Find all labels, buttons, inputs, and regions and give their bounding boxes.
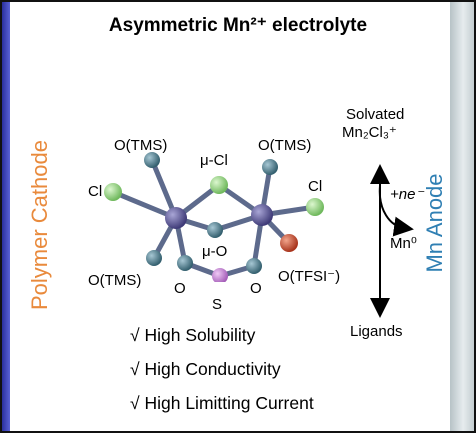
molecule-diagram — [104, 152, 324, 282]
curved-arrow — [378, 185, 414, 237]
label-solvated: Solvated — [346, 106, 405, 123]
label-mn2cl3: Mn₂Cl₃⁺ — [342, 124, 397, 141]
o-atom-left — [177, 255, 193, 271]
cathode-electrode-bar — [2, 2, 10, 431]
figure-title: Asymmetric Mn²⁺ electrolyte — [108, 15, 368, 36]
feature-conductivity: √ High Conductivity — [130, 359, 281, 379]
mu-cl-atom — [210, 176, 228, 194]
mn-atom-right — [251, 204, 273, 226]
label-o-tms-top-left: O(TMS) — [114, 137, 168, 154]
label-s: S — [212, 296, 223, 313]
o-tms-atom-bottom-left — [146, 250, 162, 266]
anode-electrode-bar — [450, 2, 474, 431]
label-ligands: Ligands — [350, 323, 403, 340]
label-cl-right: Cl — [308, 178, 323, 195]
o-tfsi-atom — [280, 234, 298, 252]
polymer-cathode-label: Polymer Cathode — [27, 140, 52, 310]
mu-o-atom — [207, 222, 223, 238]
label-o-tms-top-right: O(TMS) — [258, 137, 312, 154]
label-o-right: O — [250, 280, 262, 297]
o-atom-right — [246, 258, 262, 274]
o-tms-atom-top-left — [144, 152, 160, 168]
label-o-tms-bottom-left: O(TMS) — [88, 272, 142, 289]
cl-atom-right — [306, 198, 324, 216]
label-o-tfsi: O(TFSI⁻) — [278, 268, 341, 285]
label-mn0: Mn⁰ — [390, 235, 417, 252]
label-o-left: O — [174, 280, 186, 297]
label-electron: +ne⁻ — [390, 186, 424, 203]
reaction-arrows — [370, 164, 414, 318]
feature-solubility: √ High Solubility — [130, 325, 256, 345]
label-mu-cl: μ-Cl — [200, 152, 228, 169]
label-cl-left: Cl — [88, 183, 103, 200]
cl-atom-left — [104, 183, 122, 201]
feature-limiting-current: √ High Limitting Current — [130, 393, 314, 413]
s-atom — [212, 268, 228, 282]
mn-atom-left — [165, 207, 187, 229]
label-mu-o: μ-O — [202, 243, 228, 260]
o-tms-atom-top-right — [262, 159, 278, 175]
